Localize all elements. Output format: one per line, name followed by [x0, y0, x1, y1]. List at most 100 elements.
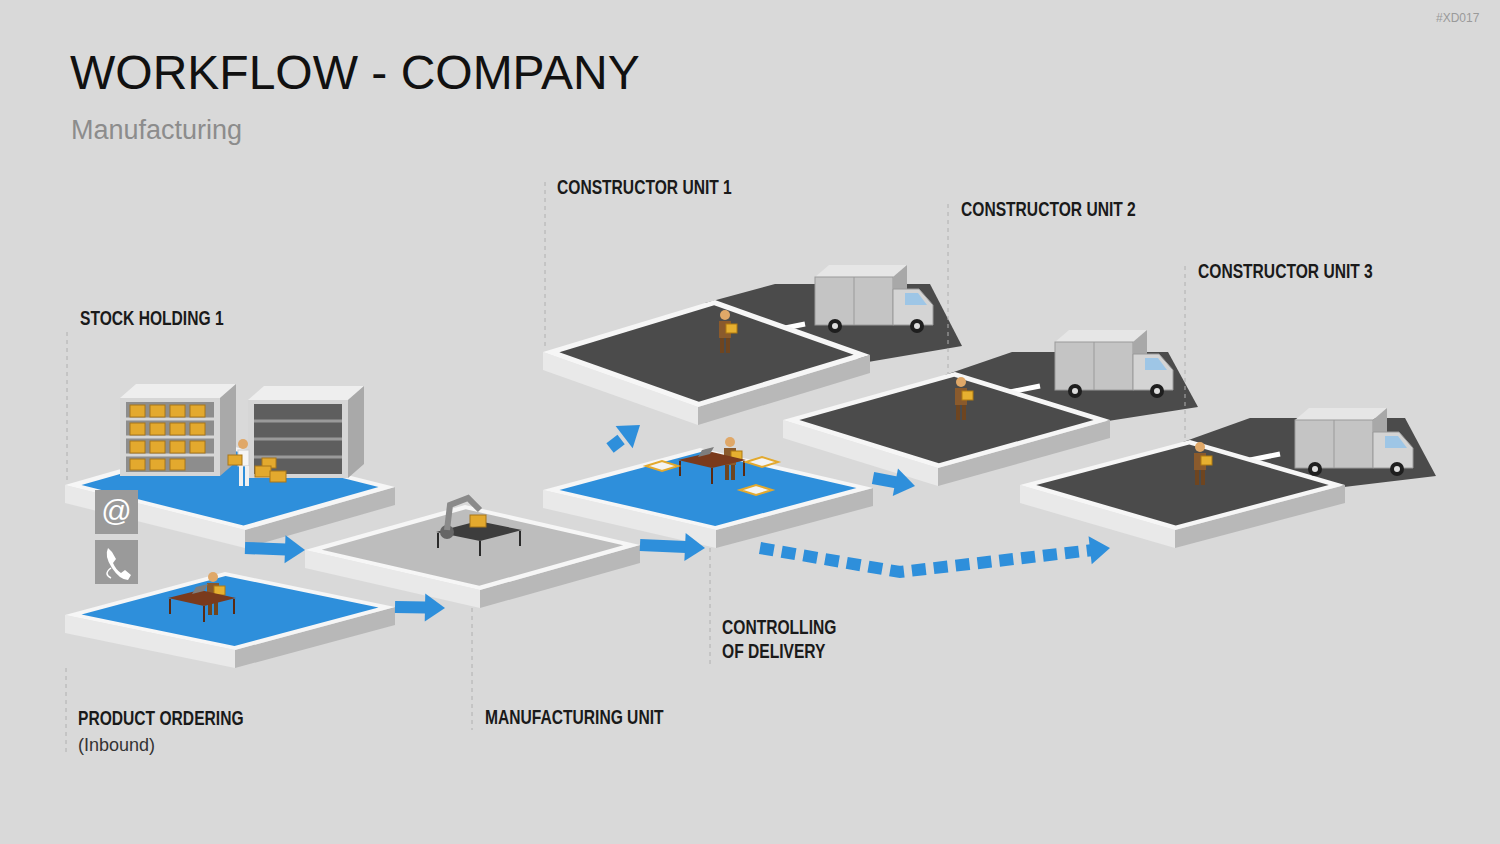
robot-arm — [436, 521, 522, 541]
delivery-scene — [719, 265, 1413, 485]
robot-arm — [436, 498, 522, 556]
platform-node: CONSTRUCTOR UNIT 2 — [783, 372, 1110, 486]
robot-arm — [447, 498, 480, 530]
shelf-full — [170, 405, 185, 417]
robot-arm — [519, 531, 521, 546]
shelf-full — [130, 441, 145, 453]
shelf-full — [150, 423, 165, 435]
stock-worker — [255, 466, 271, 477]
flow-arrow — [610, 425, 640, 448]
stock-worker — [239, 466, 243, 486]
arrow-line — [873, 478, 896, 482]
shelf-empty — [248, 386, 364, 400]
icon-box — [95, 540, 138, 584]
platform-top — [1020, 440, 1345, 530]
arrow-line — [395, 601, 426, 614]
delivery-scene — [955, 377, 973, 420]
platform-floor — [560, 452, 857, 526]
platform-shape — [65, 572, 395, 668]
control-desk — [646, 437, 778, 495]
robot-arm — [470, 515, 486, 527]
shelf-empty — [248, 386, 364, 478]
control-desk — [746, 457, 778, 467]
shelf-full — [170, 423, 185, 435]
control-desk — [740, 485, 772, 495]
shelf-full — [150, 441, 165, 453]
platform-top — [65, 442, 395, 530]
arrow-head — [893, 469, 915, 497]
control-desk — [698, 447, 714, 457]
flow-arrow — [760, 536, 1110, 572]
watermark: #XD017 — [1436, 11, 1479, 25]
control-desk — [680, 461, 744, 484]
shelf-full — [126, 402, 214, 472]
robot-arm — [440, 525, 454, 539]
shelf-full — [126, 454, 214, 457]
delivery-scene — [719, 310, 737, 353]
control-desk — [679, 461, 681, 476]
robot-arm — [438, 531, 520, 556]
arrow-head — [1089, 536, 1110, 564]
platform-node: PRODUCT ORDERING(Inbound) — [65, 572, 395, 668]
stock-worker — [228, 439, 286, 486]
arrow-line — [245, 548, 286, 549]
leader-line — [545, 182, 546, 350]
page-title: WORKFLOW - COMPANY — [70, 47, 640, 100]
node-sublabel: (Inbound) — [78, 733, 155, 757]
shelf-full — [130, 405, 145, 417]
control-desk — [711, 468, 713, 484]
node-label: CONSTRUCTOR UNIT 3 — [1198, 259, 1373, 283]
robot-arm — [479, 541, 481, 556]
shelf-empty — [254, 404, 342, 474]
node-label: CONSTRUCTOR UNIT 2 — [961, 197, 1136, 221]
delivery-scene — [1194, 442, 1212, 485]
shelf-full — [126, 436, 214, 439]
flow-arrow — [245, 535, 305, 563]
flow-arrow — [395, 594, 445, 622]
platform-floor — [799, 377, 1093, 463]
shelf-full — [190, 441, 205, 453]
order-desk — [169, 599, 171, 614]
leader-line — [472, 608, 473, 730]
stock-worker — [238, 450, 249, 466]
arrow-head — [425, 594, 445, 622]
platform-node: MANUFACTURING UNIT — [305, 505, 640, 608]
stock-worker — [262, 458, 276, 468]
platform-top — [543, 448, 873, 530]
icon-box — [95, 490, 138, 584]
order-desk — [192, 584, 208, 594]
shelf-full — [130, 423, 145, 435]
platform-top — [543, 300, 870, 407]
shelf-full — [120, 398, 220, 476]
leader-line — [1185, 266, 1186, 438]
flow-arrow — [873, 469, 915, 497]
leader-line — [66, 668, 67, 756]
leader-line — [710, 548, 711, 664]
shelf-empty — [254, 438, 342, 441]
shelf-full — [120, 384, 236, 476]
delivery-scene — [815, 265, 933, 333]
platform-floor — [559, 305, 853, 401]
arrow-head — [285, 535, 305, 563]
control-desk — [724, 437, 742, 480]
node-label: PRODUCT ORDERING — [78, 706, 244, 730]
page-subtitle: Manufacturing — [71, 116, 242, 146]
shelf-full — [190, 423, 205, 435]
icon-box — [107, 548, 131, 580]
arrow-line — [610, 437, 625, 448]
platform-top — [783, 372, 1110, 468]
order-desk — [168, 590, 236, 606]
node-label: STOCK HOLDING 1 — [80, 306, 224, 330]
email-icon: @ — [95, 494, 138, 528]
node-label: MANUFACTURING UNIT — [485, 705, 664, 729]
platform-node: CONSTRUCTOR UNIT 1 — [543, 300, 870, 425]
shelf-empty — [248, 400, 348, 478]
shelf-empty — [254, 421, 342, 457]
control-desk — [646, 461, 678, 471]
shelf-full — [130, 405, 205, 470]
shelf-full — [170, 459, 185, 470]
shelf-empty — [254, 456, 342, 459]
stock-worker — [270, 471, 286, 482]
